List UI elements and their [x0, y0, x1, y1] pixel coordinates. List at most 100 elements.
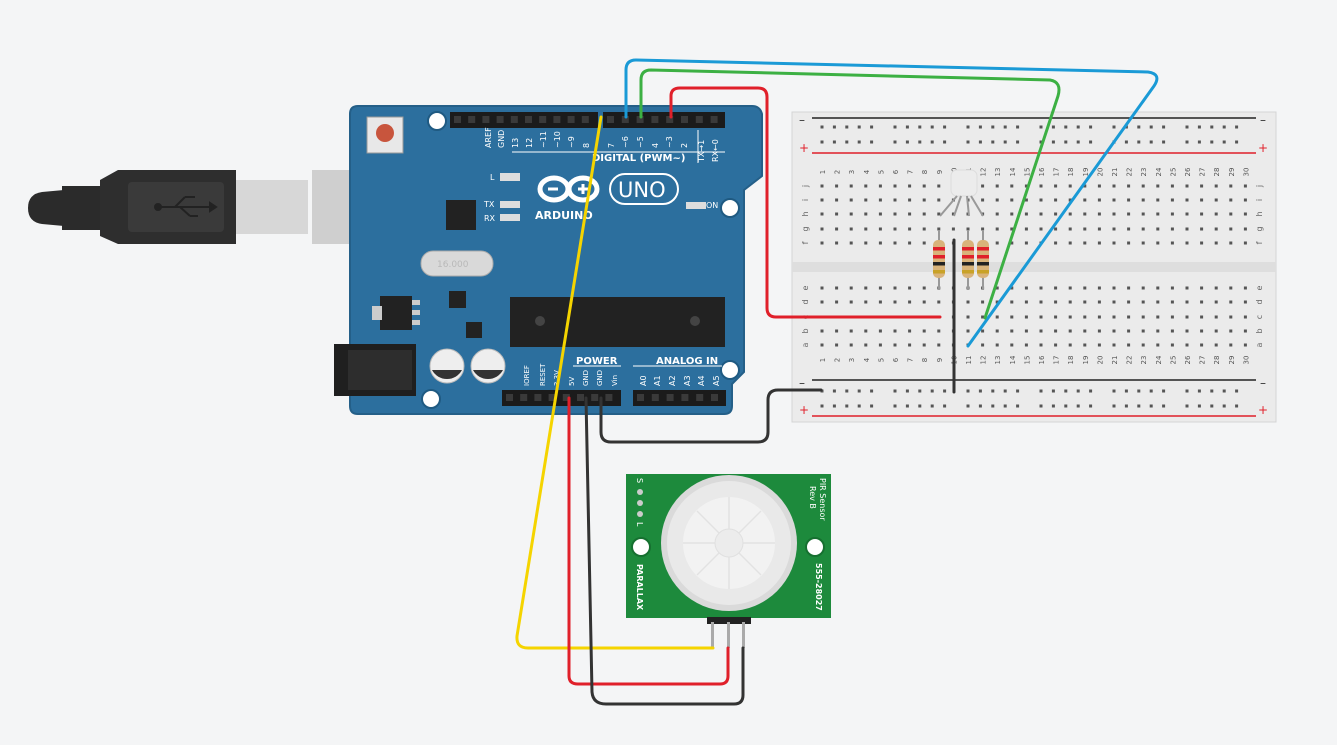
- breadboard-column-label: 22: [1126, 168, 1134, 177]
- breadboard-row-label: d: [801, 299, 810, 304]
- breadboard-row-label: d: [1255, 299, 1264, 304]
- wire-yellow[interactable]: [515, 115, 715, 650]
- breadboard-row-label: b: [1255, 328, 1264, 333]
- breadboard-row-label: i: [1255, 199, 1264, 201]
- arduino-brand: ARDUINO: [535, 209, 593, 222]
- rail-plus-label: +: [799, 403, 809, 417]
- wire-black-gnd-rail[interactable]: [599, 388, 823, 444]
- digital-pin-label: GND: [497, 130, 506, 148]
- resistor[interactable]: [977, 230, 989, 290]
- led-on-label: ON: [706, 201, 718, 210]
- digital-pin-label: 12: [525, 138, 534, 148]
- breadboard-column-label: 9: [936, 170, 944, 174]
- led-rx-label: RX: [484, 214, 496, 223]
- breadboard-column-label: 25: [1169, 168, 1177, 177]
- digital-pin-label: 13: [511, 138, 520, 148]
- breadboard[interactable]: – – + + – – + + 112233445566778899101011…: [791, 111, 1277, 423]
- digital-pin-label: RX←0: [711, 139, 720, 162]
- breadboard-column-label: 5: [877, 358, 885, 362]
- mounting-hole: [421, 389, 441, 409]
- breadboard-column-label: 1: [819, 358, 827, 362]
- resistor[interactable]: [933, 230, 945, 290]
- breadboard-column-label: 19: [1082, 356, 1090, 365]
- breadboard-column-label: 5: [877, 170, 885, 174]
- digital-header-label: DIGITAL (PWM~): [592, 153, 685, 164]
- reset-button[interactable]: [366, 116, 404, 154]
- capacitor: [470, 348, 506, 384]
- digital-pin-label: 4: [651, 143, 660, 148]
- analog-pin-label: A2: [668, 375, 677, 386]
- digital-pin-label: ~5: [636, 136, 645, 148]
- arduino-model: UNO: [618, 178, 666, 202]
- wire-blue[interactable]: [624, 58, 1159, 348]
- breadboard-column-label: 8: [921, 170, 929, 174]
- breadboard-row-label: e: [1255, 285, 1264, 290]
- digital-pin-label: ~6: [621, 136, 630, 148]
- breadboard-column-label: 20: [1096, 168, 1104, 177]
- digital-pin-label: ~3: [665, 136, 674, 148]
- breadboard-row-label: c: [1255, 315, 1264, 319]
- rgb-led[interactable]: [939, 169, 984, 217]
- power-pin-label: GND: [582, 370, 590, 386]
- breadboard-row-label: a: [801, 342, 810, 347]
- rail-minus-label: –: [1260, 376, 1266, 390]
- usb-chip: [446, 200, 476, 230]
- breadboard-column-label: 29: [1228, 356, 1236, 365]
- breadboard-row-label: f: [801, 241, 810, 244]
- breadboard-labels: 1122334455667788991010111112121313141415…: [801, 167, 1264, 364]
- power-pin-label: GND: [596, 370, 604, 386]
- breadboard-column-label: 6: [892, 169, 900, 174]
- wire-black-gnd[interactable]: [584, 396, 745, 706]
- analog-pin-label: A3: [683, 375, 692, 386]
- led-rx: [500, 214, 520, 221]
- capacitor: [429, 348, 465, 384]
- wire-red[interactable]: [669, 86, 942, 319]
- digital-pin-label: ~9: [567, 136, 576, 148]
- breadboard-column-label: 15: [1023, 356, 1031, 365]
- analog-header-label: ANALOG IN: [656, 356, 718, 367]
- mounting-hole: [427, 111, 447, 131]
- power-pin-label: 3.3V: [553, 370, 561, 386]
- breadboard-row-label: g: [801, 226, 810, 231]
- wire-green[interactable]: [639, 68, 1061, 320]
- breadboard-column-label: 27: [1199, 168, 1207, 177]
- small-chip: [449, 291, 466, 308]
- svg-text:16.000: 16.000: [437, 260, 469, 270]
- breadboard-row-label: e: [801, 285, 810, 290]
- power-pin-label: IOREF: [523, 365, 531, 386]
- led-tx: [500, 201, 520, 208]
- breadboard-column-label: 26: [1184, 167, 1192, 176]
- breadboard-row-label: h: [801, 211, 810, 216]
- breadboard-row-label: i: [801, 199, 810, 201]
- breadboard-column-label: 30: [1242, 168, 1250, 177]
- rail-plus-label: +: [1258, 141, 1268, 155]
- digital-header: [603, 112, 725, 128]
- wire-red-5v[interactable]: [567, 396, 730, 686]
- rail-minus-label: –: [799, 376, 805, 390]
- digital-pin-label: ~10: [553, 131, 562, 148]
- power-header-label: POWER: [576, 356, 618, 367]
- arduino-logo-icon: [537, 175, 600, 203]
- led-l-label: L: [490, 173, 495, 182]
- breadboard-column-label: 16: [1038, 167, 1046, 176]
- power-jack[interactable]: [334, 344, 416, 396]
- rail-plus-label: +: [1258, 403, 1268, 417]
- rail-minus-label: –: [1260, 113, 1266, 127]
- breadboard-column-label: 1: [819, 170, 827, 174]
- breadboard-column-label: 12: [980, 168, 988, 177]
- crystal-oscillator: 16.000: [420, 250, 494, 277]
- analog-pin-label: A5: [712, 375, 721, 386]
- breadboard-column-label: 23: [1140, 168, 1148, 177]
- pir-revision: Rev B: [808, 486, 817, 509]
- wires[interactable]: [515, 58, 1159, 706]
- tiny-chip: [466, 322, 482, 338]
- breadboard-row-label: a: [1255, 342, 1264, 347]
- atmega-chip: [510, 297, 725, 347]
- power-pin-label: RESET: [539, 363, 547, 386]
- breadboard-column-label: 15: [1023, 168, 1031, 177]
- digital-pin-label: ~11: [539, 131, 548, 148]
- arduino-uno-board[interactable]: L TX RX ON ARDUINO UNO 16.000: [334, 105, 763, 415]
- pir-sensor[interactable]: S L PARALLAX PIR Sensor Rev B 555-28027: [626, 474, 831, 648]
- resistor[interactable]: [962, 230, 974, 290]
